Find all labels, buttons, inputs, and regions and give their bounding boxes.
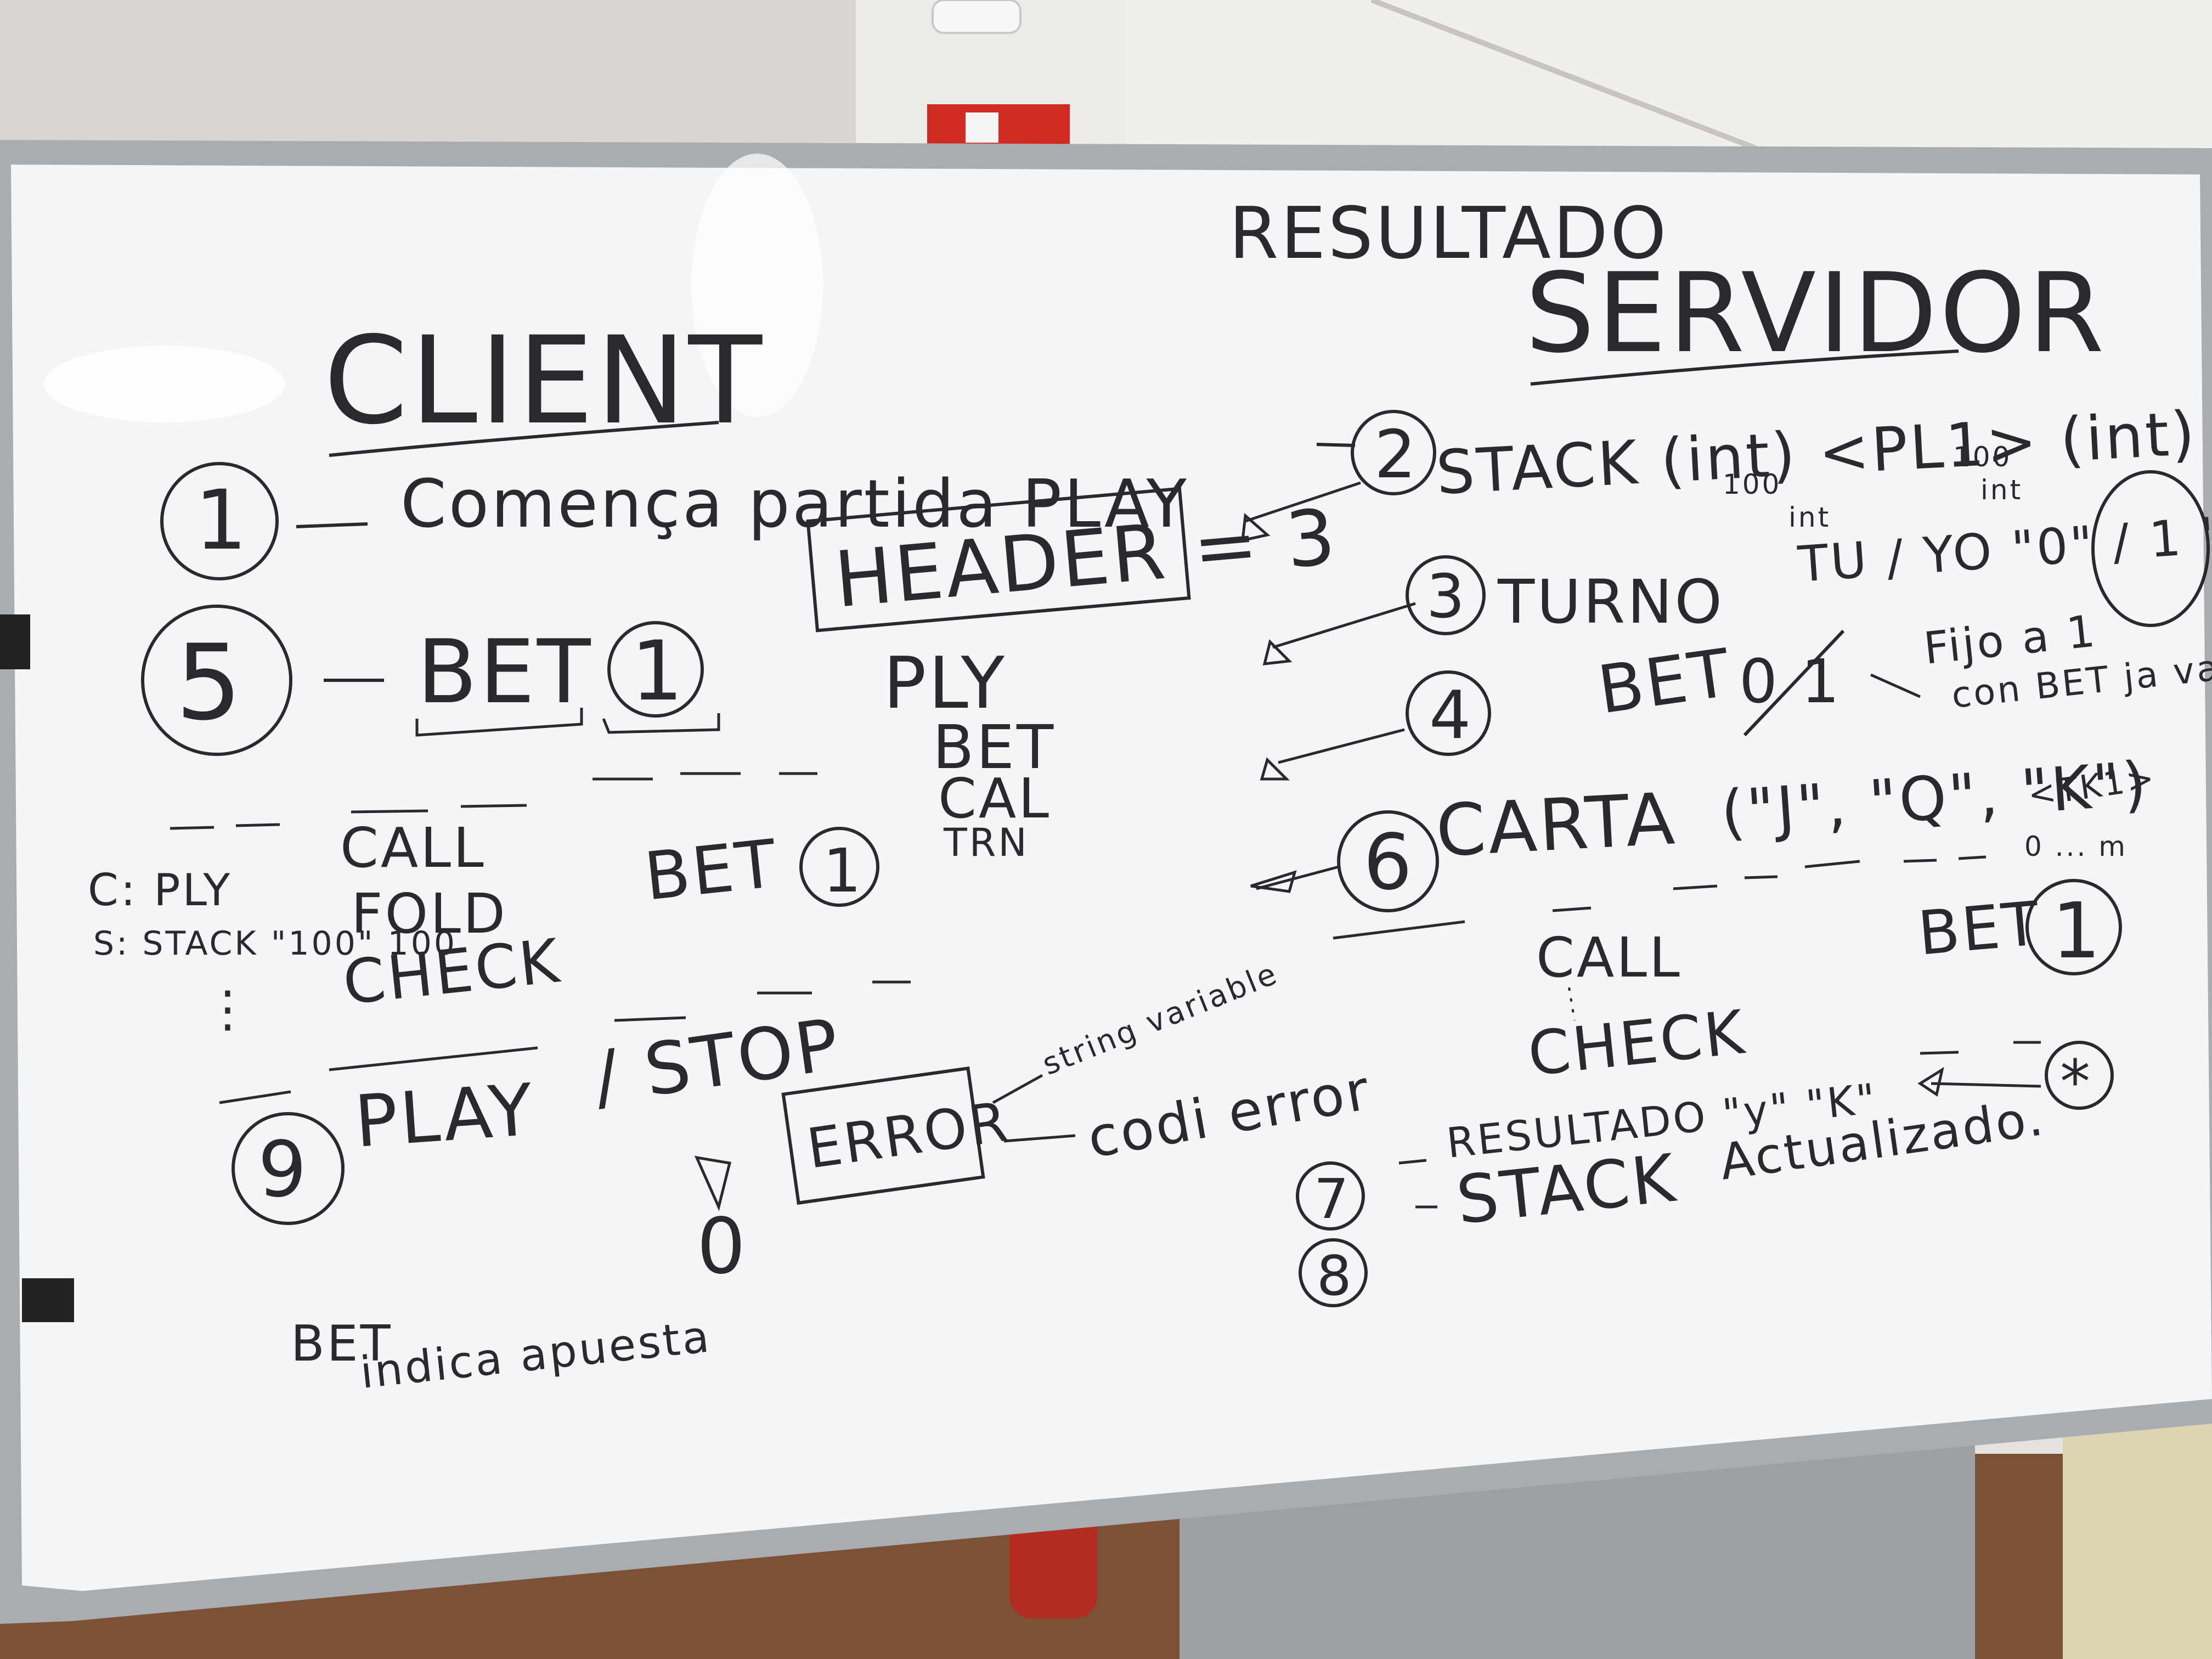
step5-text: BET: [417, 620, 593, 723]
server-bet-right: BET: [1915, 888, 2044, 969]
server-bet-right-amount: 1: [2052, 887, 2103, 976]
step9-num: 9: [258, 1125, 309, 1215]
step7-circle: [1296, 1161, 1365, 1231]
trace-client: C: PLY: [88, 865, 232, 916]
step2-int2: int: [1980, 474, 2023, 506]
step9-circle: [232, 1112, 345, 1225]
fire-extinguisher: [1009, 1509, 1097, 1618]
step2-num: 2: [1374, 417, 1418, 493]
step2-sub2: 100: [1953, 441, 2012, 473]
step6-num: 6: [1363, 818, 1414, 907]
step1-text: Comença partida PLAY: [400, 466, 1189, 543]
step3-text: TURNO: [1497, 567, 1724, 637]
move-fold: FOLD: [351, 882, 507, 946]
whiteboard-surface: [11, 165, 2212, 1591]
step3-circle: [1406, 555, 1486, 635]
bet-mid: BET: [641, 826, 782, 916]
step4-text: BET: [1594, 635, 1736, 729]
step2-int1: int: [1788, 501, 1831, 533]
step3-num: 3: [1426, 561, 1467, 631]
step5-amount: 1: [631, 624, 685, 719]
server-call: CALL: [1536, 926, 1682, 990]
step1-circle: [160, 462, 279, 580]
step6-text: CARTA: [1434, 777, 1679, 873]
bet-mid-circle: [799, 827, 879, 907]
step4-num: 4: [1429, 678, 1473, 754]
step6-circle: [1337, 810, 1439, 912]
error-num: 0: [697, 1202, 748, 1291]
note-bet: BET: [291, 1315, 393, 1373]
header-code-bet: BET: [933, 712, 1056, 782]
star-circle: [2045, 1041, 2114, 1110]
server-bet-right-circle: [2025, 879, 2122, 975]
step5-num: 5: [176, 622, 244, 743]
trace-ellipsis: ⋮: [203, 980, 255, 1038]
result-title: RESULTADO: [1229, 191, 1668, 275]
step8-circle: [1299, 1238, 1368, 1307]
header-box-frame: [806, 487, 1191, 633]
bet-mid-amount: 1: [823, 836, 864, 906]
step5-circle: [141, 605, 292, 756]
step2-sub1: 100: [1723, 469, 1781, 500]
step4-struck: 0 1: [1739, 646, 1842, 716]
whiteboard: [0, 140, 2212, 1624]
step2-circle: [1351, 410, 1436, 495]
step4-circle: [1406, 670, 1491, 756]
step8-num: 8: [1317, 1244, 1354, 1308]
step1-num: 1: [195, 473, 249, 568]
step9-text: PLAY: [352, 1068, 538, 1164]
trace-server: S: STACK "100" 100: [93, 924, 457, 963]
step7-num: 7: [1314, 1167, 1351, 1231]
header-code-ply: PLY: [883, 641, 1007, 725]
move-call: CALL: [340, 816, 486, 880]
server-heading: SERVIDOR: [1525, 250, 2107, 377]
star: *: [2060, 1047, 2092, 1117]
header-code-trn: TRN: [943, 820, 1029, 865]
step5-amount-circle: [607, 621, 704, 718]
ceiling-sensor: [932, 0, 1022, 34]
error-box-frame: [781, 1066, 985, 1205]
step6-note2: 0 ... m: [2024, 831, 2128, 862]
radiator: [2063, 1404, 2212, 1659]
client-heading: CLIENT: [324, 311, 764, 451]
header-code-cal: CAL: [938, 766, 1051, 831]
